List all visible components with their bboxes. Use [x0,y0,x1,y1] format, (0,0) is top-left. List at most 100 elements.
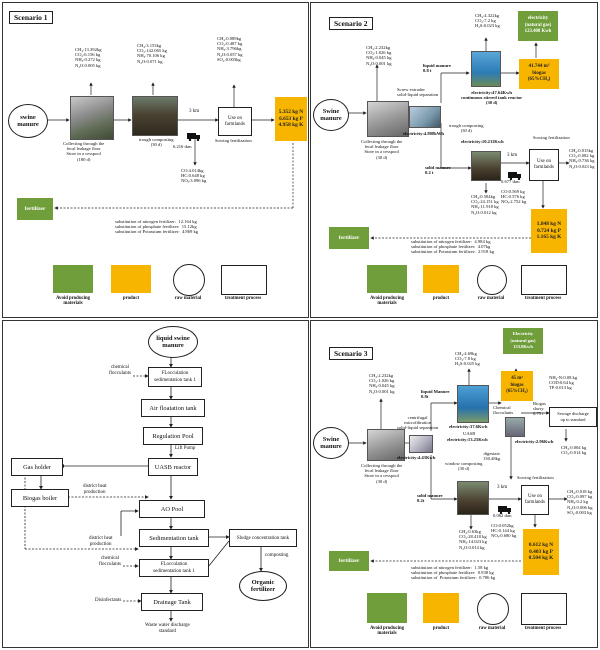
fc-biogas-boiler: Biogas boiler [11,489,69,507]
scenario-1-title: Scenario 1 [9,11,53,24]
s3-swine-manure: Swine manure [313,427,349,459]
s3-emissions-liquid: CH₄:4.69kg CO₂:7.8 kg H₂S:0.025 kg [455,351,480,367]
s3-sewage-discharge: Sewage discharge up to standard [549,407,597,427]
s1-emissions-field: CH₄:0.089kg CO₂:0.487 kg NH₃:3.796kg N₂O… [217,36,243,62]
s3-emissions-truck: CO:0.052kg HC:0.144 kg NOₓ:0.680 kg [491,523,517,539]
s1-caption-compost: trough composting (30 d) [139,137,174,148]
s3-uasb-label: UASB [463,431,476,436]
s3-sowing: Sowing fertilization [517,475,554,480]
s3-emissions-right: CH₄:0.018 kg CO₂:0.097 kg NH₃:0.2 kg N₂O… [567,489,593,515]
truck-icon [187,128,201,142]
fc-disinfectants: Disinfectants [95,598,122,603]
fc-chem-flocculants-1: chemical flocculants [109,365,131,376]
legend-avoid-label: Avoid producing materials [369,296,405,307]
s1-substitution: substitution of nitrogen fertilizer: 12.… [115,219,199,235]
s2-electricity-compost: electricity:10.211Kwh [461,139,504,144]
s1-emissions-compost: CH₄:3.153kg CO₂:142.065 kg NH₃:70.106 kg… [137,43,167,64]
legend-product-label: product [432,626,450,631]
legend-product-swatch [423,593,459,623]
s3-emissions-rt: CH₄:0.004 kg CO₂:0.014 kg [561,445,587,456]
s2-cesspool-photo [367,101,409,137]
fc-flocculation-tank-2: FLocculation sedimentation tank 1 [139,559,209,577]
fc-air-floatation-tank: Air floatation tank [141,399,205,417]
s2-reactor-photo [471,51,501,87]
s3-electricity-digestate: electricity:13.25Kwh [447,437,488,442]
s3-electricity-floc: electricity:2.96Kwh [515,439,554,444]
legend-avoid-swatch [53,265,93,293]
fc-chem-flocculants-2: chemical flocculants [99,556,121,567]
legend-treat-swatch [521,593,567,625]
s2-emissions-solid: CH₄:0.584kg CO₂:24.151 kg NH₃:11.918 kg … [471,194,499,215]
scenario-3-panel: Scenario 3 Swine manure CH₄:2.232kg CO₂:… [310,320,598,648]
s2-compost-photo [471,151,501,181]
legend-avoid-label: Avoid producing materials [55,296,91,307]
s3-chem-flocculants: Chemical flocculants [493,405,514,416]
fc-regulation-pool: Regulation Pool [143,427,203,445]
s3-centrifugal-label: centrifugal microfiltration solid-liquid… [397,415,439,431]
scenario-1-panel: Scenario 1 swine manure CH₄:13.392kg CO₂… [2,2,309,318]
s3-electricity-gas: Electricity (natural gas) 133.8Kwh [503,328,543,354]
s1-emissions-truck: CO:4.014kg HC:0.648 kg NOₓ:3.096 kg [181,168,207,184]
s3-transport: 0.062 tkm [493,513,512,518]
legend-avoid-label: Avoid producing materials [369,626,405,637]
scenario-2-title: Scenario 2 [329,17,373,30]
s1-transport: 6.216 tkm [173,144,192,149]
s3-electricity-uasb: electricity:37.6Kwh [449,424,488,429]
s1-product-npk: 5.352 kg N 6.653 kg P 4.958 kg K [275,97,307,141]
s1-distance: 3 km [189,109,200,114]
s2-screw-label: Screw extruder solid-liquid separation [397,87,439,98]
fc-liquid-swine-manure: liquid swine manure [148,326,198,358]
legend-raw-swatch [173,264,205,296]
fc-sedimentation-tank: Sedimentation tank [139,529,209,547]
s3-distance: 3 km [497,485,508,490]
legend-product-label: product [122,296,140,301]
s2-sowing: Sowing fertilization [533,135,570,140]
s3-liquid-label: liquid Manure 0.8t [421,389,450,400]
legend-treat-swatch [221,265,267,295]
truck-icon [508,167,522,181]
s2-substitution: substitution of nitrogen fertilizer: 4.9… [411,239,495,255]
s2-liquid-label: liquid manure 0.8 t [423,63,451,74]
s1-fertilizer: fertilizer [17,198,53,220]
s1-swine-manure: swine manure [8,104,48,138]
scenario-2-arrows [347,37,570,240]
s1-caption-collect: Collecting through the fecal leakage flo… [63,141,105,162]
s3-centrifuge-photo [409,435,433,453]
s3-floc-photo [505,417,525,437]
s2-electricity-gas: electricity (natural gas) 123.408 Kwh [518,11,558,41]
s3-solid-label: solid manure 0.2t [417,493,443,504]
fc-waste-water-standard: Waste water discharge standard [145,623,190,634]
truck-icon [498,501,512,515]
fc-sludge-concentration-tank: Sludge concentration tank [229,529,297,547]
s3-fertilizer: fertilizer [329,551,369,571]
s3-slurry-label: Biogas slurry 0.75 t [533,401,546,417]
scenario-3-title: Scenario 3 [329,347,373,360]
scenario-1-arrows [46,82,294,210]
s2-electricity-reactor: electricity:47.64Kwh continuous stirred … [461,90,523,106]
s2-biogas: 41.744 m³ biogas (65%CH₄) [519,59,559,89]
legend-raw-swatch [477,593,509,625]
s1-compost-photo [132,96,178,136]
s3-use-farmlands: Use on farmlands [521,485,549,515]
fc-uasb-reactor: UASB reactor [148,458,198,476]
fc-organic-fertilizer: Organic fertilizer [239,571,287,601]
s3-product-npk: 0.612 kg N 0.403 kg P 0.504 kg K [523,529,559,575]
legend-product-label: product [432,296,450,301]
fc-drainage-tank: Drainage Tank [141,593,203,611]
s1-cesspool-photo [70,96,114,140]
s3-electricity-centrifuge: electricity:4.43Kwh [397,455,436,460]
s2-swine-manure: Swine manure [313,99,349,131]
fc-district-heat-1: district heat production [83,484,107,495]
legend-raw-label: raw material [478,626,506,631]
s3-trough-label: window composting (30 d) [445,461,483,472]
s2-trough-label: trough composting (30 d) [449,123,484,134]
treatment-flowchart-panel: liquid swine manure chemical flocculants… [2,320,309,648]
fc-ao-pool: AO Pool [139,500,205,518]
s3-uasb-photo [457,385,489,423]
legend-treat-label: treatment process [524,296,562,301]
legend-treat-swatch [521,265,567,295]
s2-emissions-liquid: CH₄:4.322kg CO₂:7.2 kg H₂S:0.023 kg [475,13,500,29]
s3-compost-photo [457,481,489,515]
s1-use-farmlands: Use on farmlands [218,107,252,136]
s3-cesspool-photo [367,429,405,461]
